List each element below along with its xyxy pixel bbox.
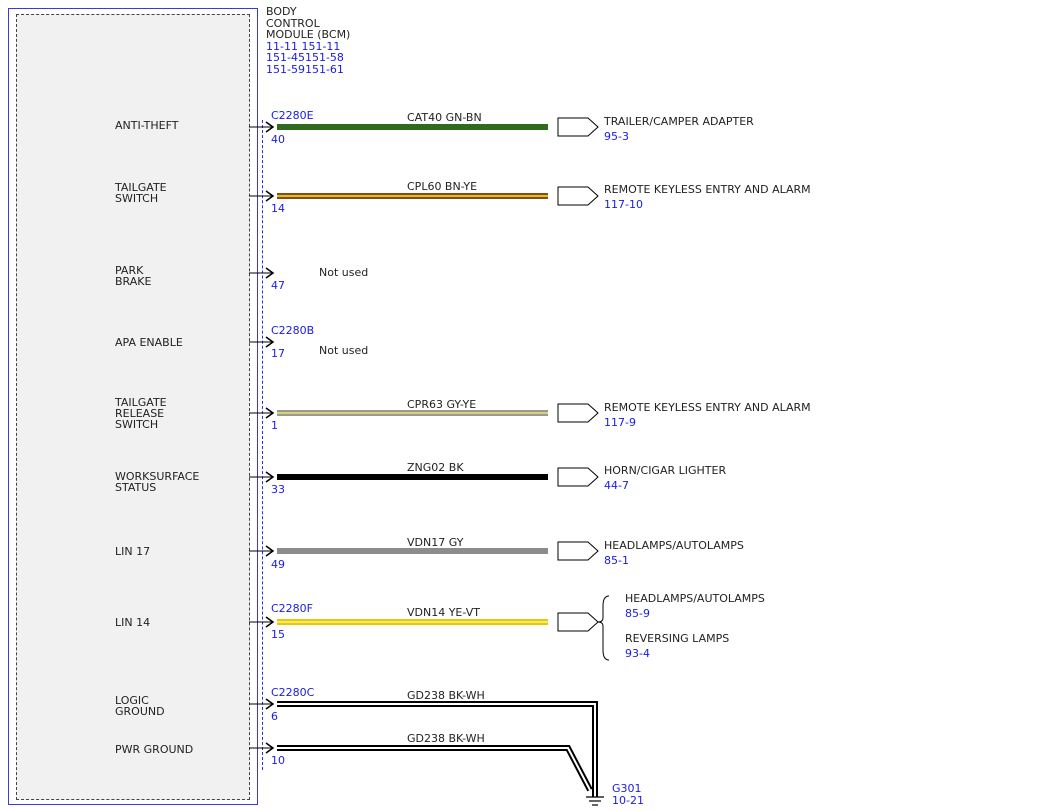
pin-number[interactable]: 17 xyxy=(271,347,285,360)
pin-name-lin-17: LIN 17 xyxy=(115,545,151,558)
wire xyxy=(277,548,548,554)
wire-label-cpr63: CPR63 GY-YE xyxy=(407,398,477,411)
pin-arrow xyxy=(265,616,275,628)
module-refs[interactable]: 11-11 151-11 151-45151-58 151-59151-61 xyxy=(266,39,344,76)
pin-name-anti-theft: ANTI-THEFT xyxy=(115,119,179,132)
dest-trailer-camper-adapter[interactable]: TRAILER/CAMPER ADAPTER xyxy=(604,115,754,128)
pin-name-tailgate-switch: TAILGATE SWITCH xyxy=(115,181,167,205)
ground-g301-label[interactable]: G301 xyxy=(612,782,642,795)
dest-ref[interactable]: 44-7 xyxy=(604,479,629,492)
pin-arrow xyxy=(265,698,275,710)
split-brace xyxy=(597,595,610,661)
wire-label-gd238-pwr: GD238 BK-WH xyxy=(407,732,485,745)
connector-c2280f[interactable]: C2280F xyxy=(271,602,314,615)
bcm-body xyxy=(16,14,250,800)
harness-connector xyxy=(557,467,599,487)
dest-horn-cigar-lighter[interactable]: HORN/CIGAR LIGHTER xyxy=(604,464,727,477)
harness-connector xyxy=(557,403,599,423)
pin-number[interactable]: 6 xyxy=(271,710,278,723)
pin-number[interactable]: 10 xyxy=(271,754,285,767)
pin-arrow xyxy=(265,471,275,483)
wire xyxy=(277,124,548,130)
pin-number[interactable]: 14 xyxy=(271,202,285,215)
dest-ref[interactable]: 95-3 xyxy=(604,130,629,143)
not-used-note: Not used xyxy=(319,344,369,357)
pin-arrow xyxy=(265,267,275,279)
pin-arrow xyxy=(265,545,275,557)
pin-number[interactable]: 15 xyxy=(271,628,285,641)
dest-remote-keyless-entry[interactable]: REMOTE KEYLESS ENTRY AND ALARM xyxy=(604,401,811,414)
module-header: BODY CONTROL MODULE (BCM) 11-11 151-11 1… xyxy=(266,6,350,75)
pin-number[interactable]: 47 xyxy=(271,279,285,292)
ground-wire-core xyxy=(277,703,596,797)
connector-c2280c[interactable]: C2280C xyxy=(271,686,315,699)
pin-name-worksurface-status: WORKSURFACE STATUS xyxy=(115,470,200,494)
pin-arrow xyxy=(265,336,275,348)
wire-label-vdn17: VDN17 GY xyxy=(407,536,464,549)
harness-connector xyxy=(557,117,599,137)
pin-number[interactable]: 1 xyxy=(271,419,278,432)
wire-stripe xyxy=(277,195,548,197)
pin-number[interactable]: 49 xyxy=(271,558,285,571)
module-title: BODY CONTROL MODULE (BCM) xyxy=(266,5,351,41)
connector-boundary xyxy=(262,120,263,770)
ground-ref[interactable]: 10-21 xyxy=(612,794,644,807)
pin-name-logic-ground: LOGIC GROUND xyxy=(115,694,165,718)
harness-connector xyxy=(557,612,599,632)
pin-arrow xyxy=(265,407,275,419)
harness-connector xyxy=(557,186,599,206)
pin-arrow xyxy=(265,742,275,754)
harness-connector xyxy=(557,541,599,561)
wire-label-gd238-logic: GD238 BK-WH xyxy=(407,689,485,702)
wire-label-zng02: ZNG02 BK xyxy=(407,461,464,474)
pin-name-pwr-ground: PWR GROUND xyxy=(115,743,194,756)
dest-ref[interactable]: 117-10 xyxy=(604,198,643,211)
pin-arrow xyxy=(265,190,275,202)
pin-number[interactable]: 33 xyxy=(271,483,285,496)
pin-arrow xyxy=(265,121,275,133)
pin-name-park-brake: PARK BRAKE xyxy=(115,264,152,288)
not-used-note: Not used xyxy=(319,266,369,279)
connector-c2280b[interactable]: C2280B xyxy=(271,324,315,337)
dest-ref[interactable]: 85-9 xyxy=(625,607,650,620)
wire xyxy=(277,474,548,480)
connector-c2280e[interactable]: C2280E xyxy=(271,109,314,122)
ground-wire-core xyxy=(277,747,591,791)
dest-headlamps-autolamps[interactable]: HEADLAMPS/AUTOLAMPS xyxy=(604,539,744,552)
ground-wire xyxy=(277,745,593,792)
wire-stripe xyxy=(277,412,548,414)
pin-name-tailgate-release-switch: TAILGATE RELEASE SWITCH xyxy=(115,396,167,431)
pin-number[interactable]: 40 xyxy=(271,133,285,146)
wire-stripe xyxy=(277,621,548,623)
wire-label-cpl60: CPL60 BN-YE xyxy=(407,180,478,193)
dest-headlamps-autolamps[interactable]: HEADLAMPS/AUTOLAMPS xyxy=(625,592,765,605)
dest-ref[interactable]: 85-1 xyxy=(604,554,629,567)
dest-remote-keyless-entry[interactable]: REMOTE KEYLESS ENTRY AND ALARM xyxy=(604,183,811,196)
pin-name-lin-14: LIN 14 xyxy=(115,616,151,629)
dest-ref[interactable]: 93-4 xyxy=(625,647,650,660)
wire-label-cat40: CAT40 GN-BN xyxy=(407,111,482,124)
pin-name-apa-enable: APA ENABLE xyxy=(115,336,183,349)
dest-ref[interactable]: 117-9 xyxy=(604,416,636,429)
dest-reversing-lamps[interactable]: REVERSING LAMPS xyxy=(625,632,730,645)
wire-label-vdn14: VDN14 YE-VT xyxy=(407,606,480,619)
